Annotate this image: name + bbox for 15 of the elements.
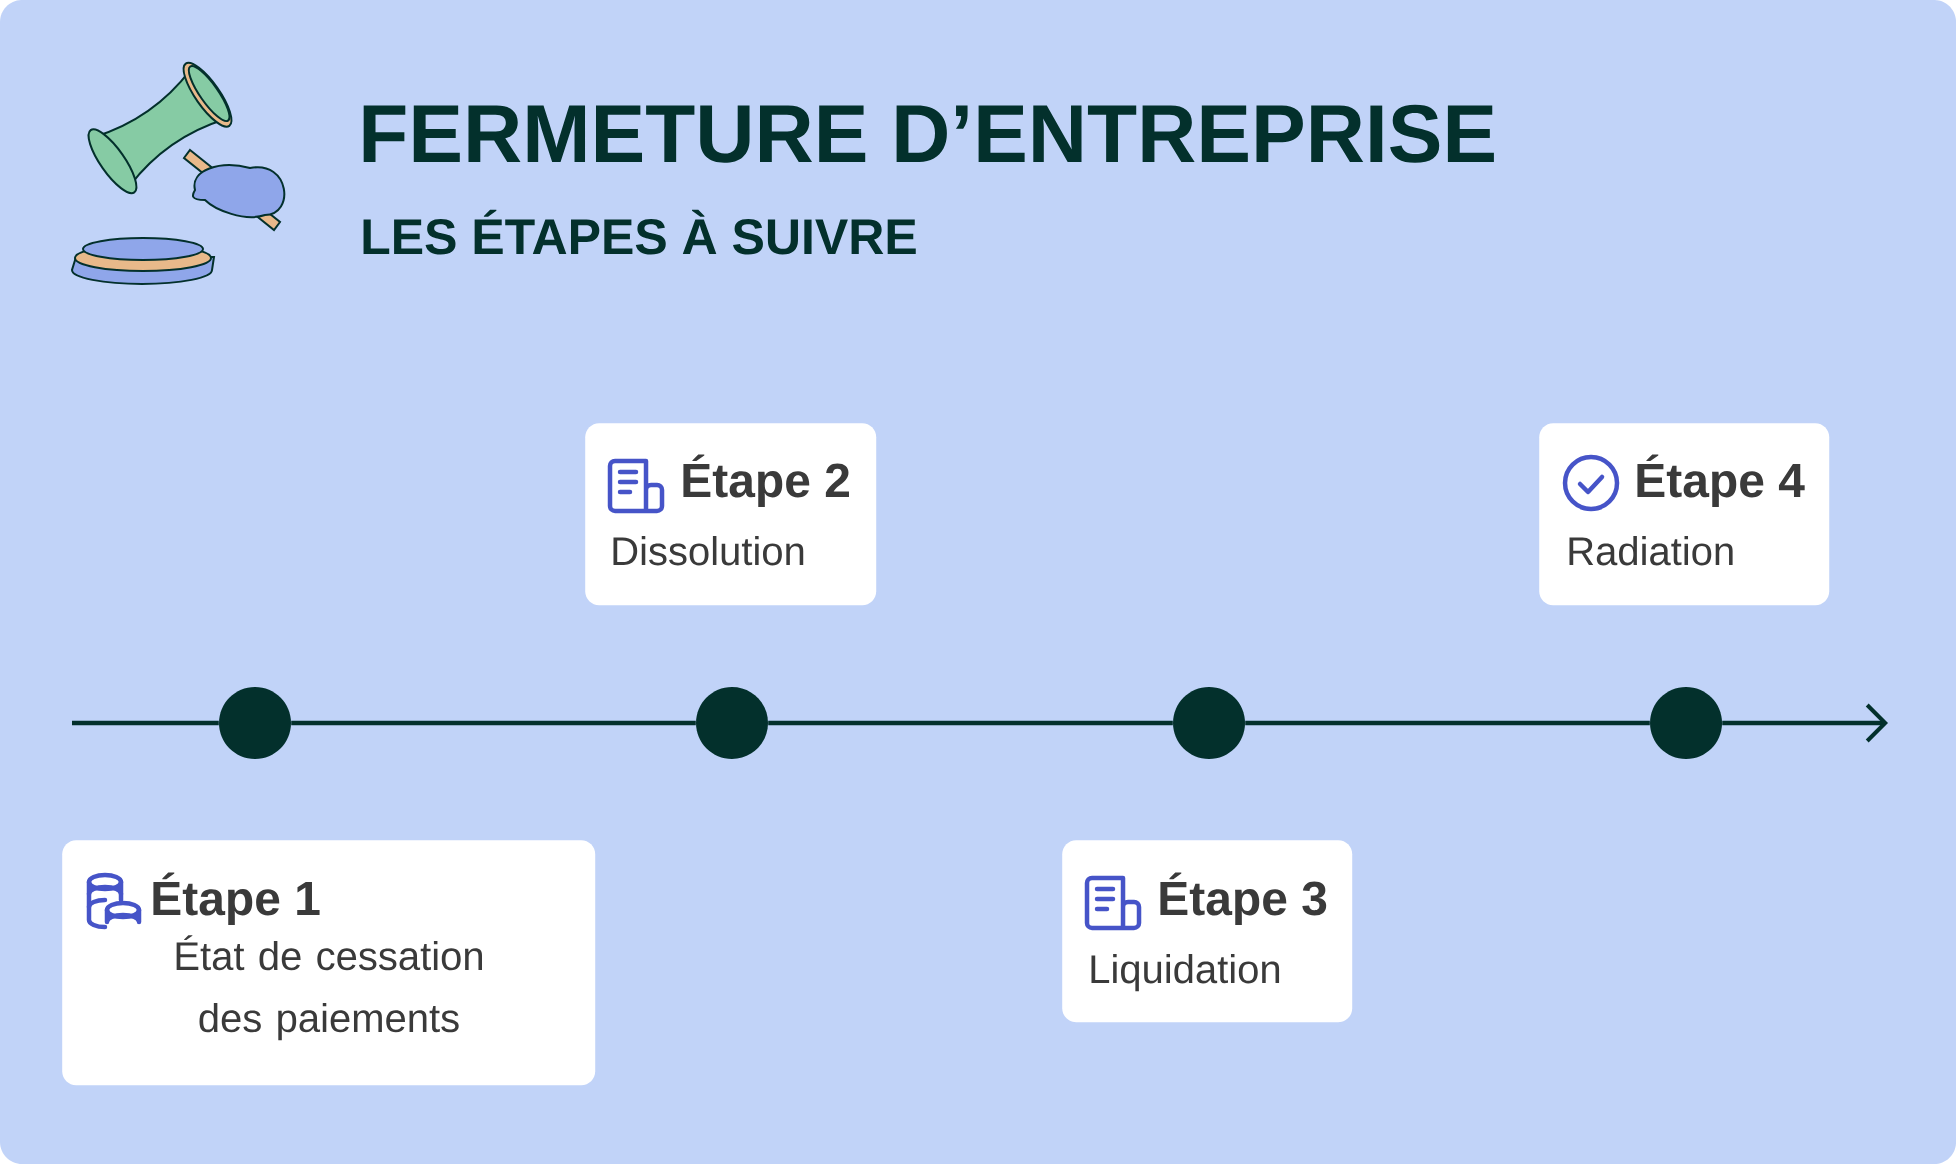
timeline-line [291,720,696,726]
timeline-line [1722,703,1889,743]
subtitle: LES ÉTAPES À SUIVRE [363,209,916,255]
step-card: Étape 4 Radiation [1539,423,1830,606]
step-card: Étape 1 État de cessation des paiements [62,840,596,1086]
title: FERMETURE D’ENTREPRISE [363,104,1494,163]
timeline-line [768,720,1173,726]
timeline-dot [1650,687,1723,759]
step-card: Étape 3 Liquidation [1062,840,1353,1023]
timeline-dot [219,687,291,759]
timeline-dot [1173,687,1245,759]
timeline-dot [696,687,768,759]
timeline-line [1245,720,1650,726]
timeline-line [72,720,219,726]
step-card: Étape 2 Dissolution [585,423,877,606]
